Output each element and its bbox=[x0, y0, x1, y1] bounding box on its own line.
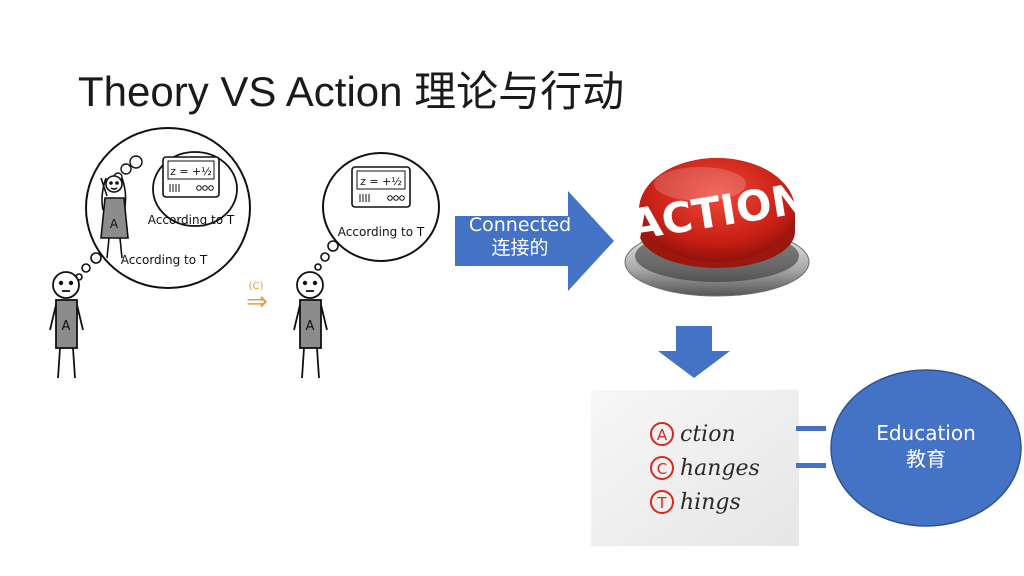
thought-trail-bubble bbox=[120, 163, 132, 175]
education-label: Education 教育 bbox=[836, 420, 1016, 472]
education-ellipse bbox=[830, 369, 1022, 527]
girl-letter: A bbox=[110, 217, 119, 231]
acronym-letter: A bbox=[657, 426, 668, 444]
letter-circle bbox=[650, 422, 674, 446]
education-label-en: Education bbox=[876, 421, 976, 445]
education-label-zh: 教育 bbox=[906, 447, 946, 471]
acronym-word: hanges bbox=[680, 456, 760, 481]
thought-trail-bubble bbox=[314, 263, 322, 271]
thought-trail-bubble bbox=[81, 263, 91, 273]
letter-circle bbox=[650, 456, 674, 480]
girl-figure-icon bbox=[100, 175, 129, 259]
acronym-word: ction bbox=[680, 422, 736, 447]
acronym-letter: C bbox=[657, 460, 667, 478]
formula-text: z = +½ bbox=[170, 165, 212, 178]
down-arrow bbox=[658, 326, 730, 378]
calculator-icon: z = +½ bbox=[351, 166, 411, 208]
connected-label: Connected 连接的 bbox=[455, 214, 585, 260]
thought-trail-bubble bbox=[90, 252, 102, 264]
outer-caption: According to T bbox=[121, 253, 208, 267]
thought-trail-bubble bbox=[327, 240, 339, 252]
acronym-card: A ction C hanges T hings bbox=[591, 390, 799, 546]
left-cartoon: z = +½ According to T According to T A bbox=[49, 127, 251, 379]
thought-trail-bubble bbox=[320, 252, 330, 262]
equals-bar-bottom bbox=[796, 463, 826, 468]
formula-text: z = +½ bbox=[360, 175, 402, 188]
right-cartoon: z = +½ According to T A bbox=[293, 152, 440, 379]
calculator-icon: z = +½ bbox=[162, 156, 220, 198]
connected-label-en: Connected bbox=[468, 214, 572, 236]
thought-bubble bbox=[322, 152, 440, 262]
inner-caption: According to T bbox=[148, 213, 235, 227]
person-figure-icon bbox=[49, 271, 84, 379]
big-thought-bubble bbox=[85, 127, 251, 289]
implies-arrow-icon: ⇒ bbox=[246, 287, 268, 317]
caption: According to T bbox=[338, 225, 425, 239]
connected-arrow bbox=[455, 191, 614, 291]
inner-thought-bubble bbox=[152, 151, 238, 227]
connected-label-zh: 连接的 bbox=[491, 237, 549, 259]
acronym-letter: T bbox=[656, 494, 667, 512]
implies-condition: (C) bbox=[249, 281, 264, 292]
equals-bar-top bbox=[796, 426, 826, 431]
slide-title: Theory VS Action 理论与行动 bbox=[78, 68, 625, 115]
thought-trail-bubble bbox=[129, 155, 143, 169]
acronym-word: hings bbox=[680, 490, 741, 515]
action-button-image: ACTION bbox=[624, 158, 810, 297]
person-letter: A bbox=[306, 319, 315, 334]
person-figure-icon bbox=[293, 271, 328, 379]
letter-circle bbox=[650, 490, 674, 514]
person-letter: A bbox=[62, 319, 71, 334]
